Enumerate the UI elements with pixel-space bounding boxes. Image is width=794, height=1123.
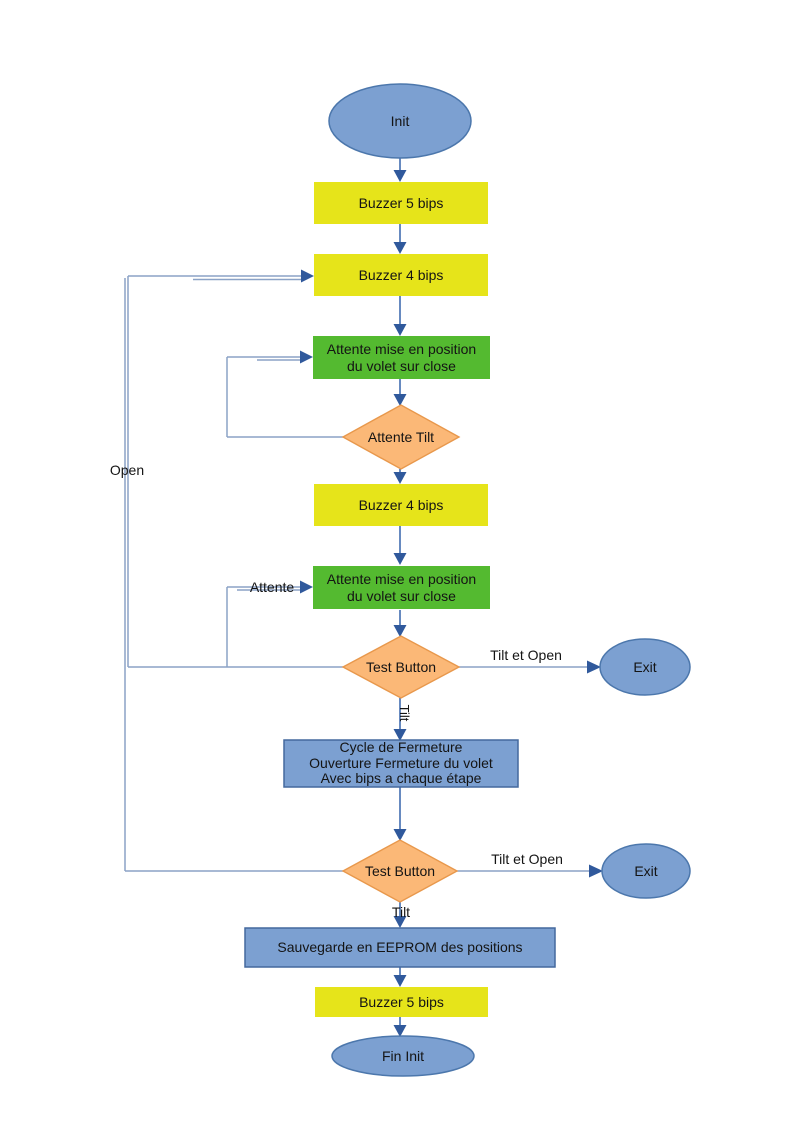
node-attente-tilt-diamond xyxy=(341,404,461,470)
node-buzzer5-top-rect xyxy=(314,182,488,224)
arrowhead-into-test2 xyxy=(393,829,407,841)
arrowhead-into-cycle xyxy=(393,729,407,741)
node-exit2-ellipse xyxy=(601,843,691,899)
arrowhead-into-green2 xyxy=(393,553,407,565)
node-attente-pos1-rect xyxy=(313,336,490,379)
arrowhead-into-buzzer5-bottom xyxy=(393,975,407,987)
arrowhead-attente-into-green2 xyxy=(300,580,313,594)
node-test-button2-diamond xyxy=(341,839,459,903)
arrowhead-into-exit2 xyxy=(589,864,603,878)
arrowhead-tiltloop-into-green1 xyxy=(300,350,313,364)
node-eeprom-rect xyxy=(244,927,556,968)
arrowhead-into-fin-init xyxy=(393,1025,407,1037)
arrowhead-into-test1 xyxy=(393,625,407,637)
arrowhead-into-exit1 xyxy=(587,660,601,674)
arrowhead-into-buzzer4-top xyxy=(393,242,407,254)
node-test-button1-diamond xyxy=(341,635,461,699)
arrowhead-into-eeprom xyxy=(393,916,407,928)
arrowhead-into-attente-tilt xyxy=(393,394,407,406)
node-cycle-rect xyxy=(283,739,519,788)
arrowhead-into-green1 xyxy=(393,324,407,336)
node-buzzer5-bottom-rect xyxy=(315,987,488,1017)
arrowhead-into-buzzer5-top xyxy=(393,170,407,182)
node-exit1-ellipse xyxy=(599,638,691,696)
node-fin-init-ellipse xyxy=(331,1035,475,1077)
arrowhead-into-buzzer4-mid xyxy=(393,472,407,484)
node-buzzer4-mid-rect xyxy=(314,484,488,526)
node-init-ellipse xyxy=(328,83,472,159)
node-attente-pos2-rect xyxy=(313,566,490,609)
arrowhead-open-into-buzzer4 xyxy=(301,269,314,283)
node-buzzer4-top-rect xyxy=(314,254,488,296)
